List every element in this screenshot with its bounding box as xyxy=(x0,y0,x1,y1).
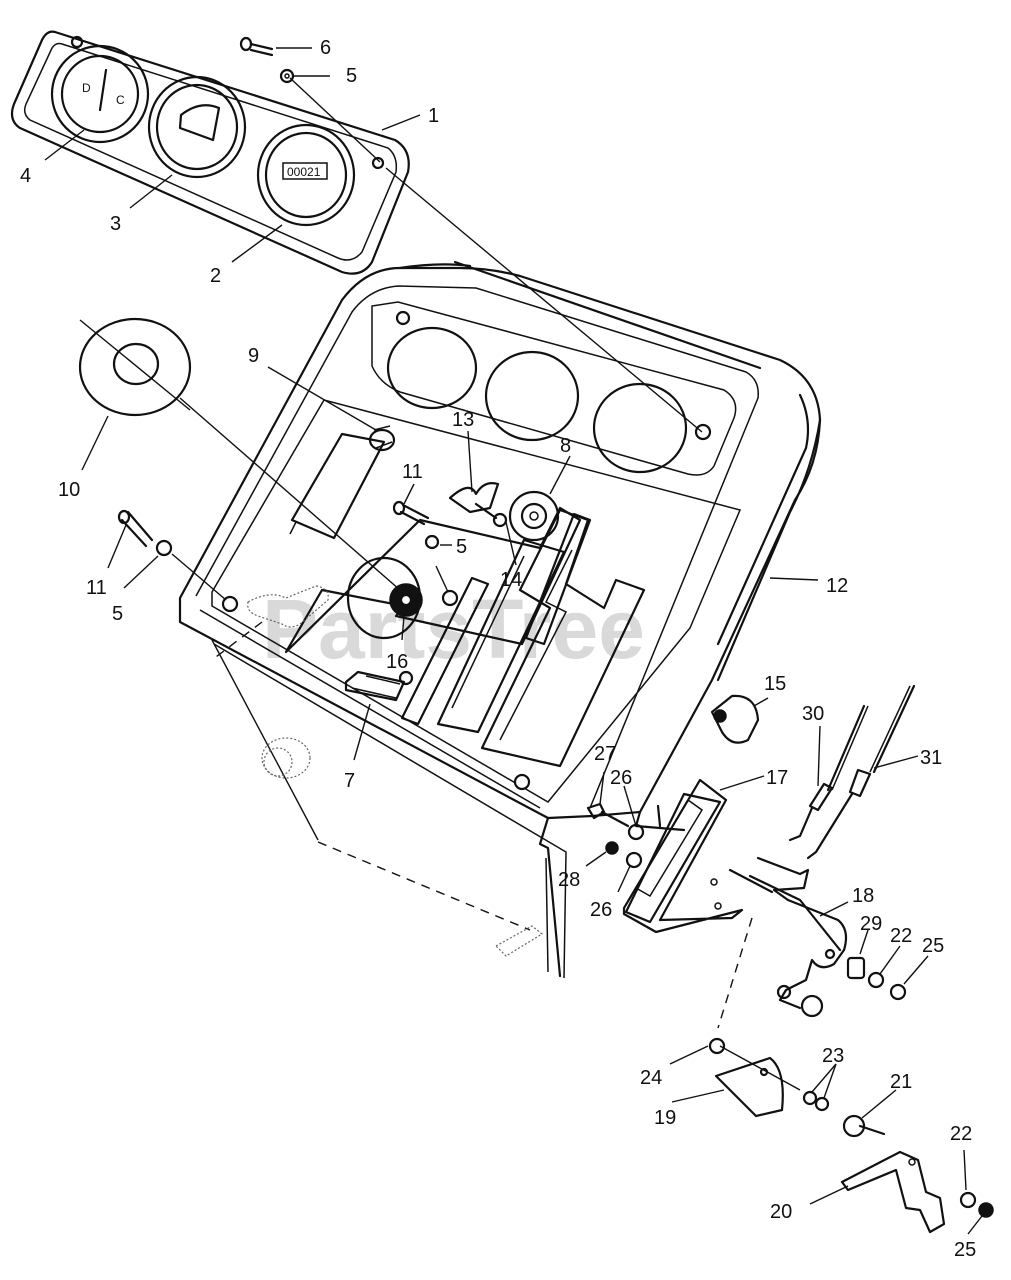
washer-23-b xyxy=(814,1096,830,1112)
callout-21: 21 xyxy=(890,1071,912,1093)
washer-22-upper xyxy=(867,971,885,989)
screw-6 xyxy=(239,36,274,57)
washer-22-lower xyxy=(959,1191,977,1209)
callout-5-left: 5 xyxy=(112,603,123,625)
bolt-27 xyxy=(586,802,630,828)
callout-26-upper: 26 xyxy=(610,767,632,789)
callout-25-lower: 25 xyxy=(954,1239,976,1261)
temperature-gauge: D C xyxy=(50,44,150,144)
callout-28: 28 xyxy=(558,869,580,891)
washer-5-left xyxy=(155,539,173,557)
plate-19 xyxy=(714,1056,784,1118)
clip-15 xyxy=(710,694,760,744)
callout-5-top: 5 xyxy=(346,65,357,87)
grommet-ring-10 xyxy=(78,317,192,417)
callout-26-lower: 26 xyxy=(590,899,612,921)
ghost-clip xyxy=(495,925,544,957)
callout-11-left: 11 xyxy=(86,577,107,599)
hour-meter: 00021 xyxy=(256,123,356,227)
callout-24: 24 xyxy=(640,1067,662,1089)
svg-text:C: C xyxy=(116,93,125,107)
callout-10: 10 xyxy=(58,479,80,501)
callout-14: 14 xyxy=(500,569,522,591)
callout-22-upper: 22 xyxy=(890,925,912,947)
wing-knob-13 xyxy=(448,482,508,528)
washer-23-a xyxy=(802,1090,818,1106)
callout-7: 7 xyxy=(344,770,355,792)
screw-11-panel xyxy=(392,500,430,526)
pivot-bolt-21 xyxy=(842,1114,886,1138)
ghost-knob xyxy=(261,737,311,779)
callout-13: 13 xyxy=(452,409,474,431)
nut-panel xyxy=(441,589,459,607)
gauge-panel xyxy=(10,30,410,275)
dash-panel xyxy=(178,260,822,978)
callout-8: 8 xyxy=(560,435,571,457)
callout-2: 2 xyxy=(210,265,221,287)
cable-30 xyxy=(788,704,869,842)
callout-11-panel: 11 xyxy=(402,461,423,483)
leader-lines xyxy=(44,47,983,1235)
cable-31 xyxy=(806,684,916,860)
callout-3: 3 xyxy=(110,213,121,235)
svg-text:D: D xyxy=(82,81,91,95)
callout-27: 27 xyxy=(594,743,616,765)
callout-18: 18 xyxy=(852,885,874,907)
callout-16: 16 xyxy=(386,651,408,673)
callout-12: 12 xyxy=(826,575,848,597)
callout-9: 9 xyxy=(248,345,259,367)
nut-25-lower xyxy=(978,1202,994,1218)
callout-1: 1 xyxy=(428,105,439,127)
callout-30: 30 xyxy=(802,703,824,725)
lever-20 xyxy=(840,1150,946,1234)
light-switch-9 xyxy=(368,425,396,452)
callout-5-mid: 5 xyxy=(456,536,467,558)
washer-5-mid xyxy=(424,534,440,550)
ignition-switch xyxy=(346,556,423,640)
fuel-gauge xyxy=(147,75,247,179)
callout-15: 15 xyxy=(764,673,786,695)
callout-4: 4 xyxy=(20,165,31,187)
callout-labels: 1 2 3 4 5 5 5 6 7 8 9 10 11 11 12 13 14 … xyxy=(20,37,976,1261)
callout-22-lower: 22 xyxy=(950,1123,972,1145)
callout-23: 23 xyxy=(822,1045,844,1067)
bracket-17 xyxy=(622,778,744,934)
washer-5-top xyxy=(279,68,295,84)
callout-6: 6 xyxy=(320,37,331,59)
callout-29: 29 xyxy=(860,913,882,935)
spacer-29 xyxy=(846,956,866,980)
washer-24 xyxy=(708,1037,726,1055)
washer-26-b xyxy=(625,851,643,869)
callout-25-upper: 25 xyxy=(922,935,944,957)
grommet-8 xyxy=(508,490,560,542)
callout-20: 20 xyxy=(770,1201,792,1223)
lever-18 xyxy=(728,856,848,1018)
nut-25-upper xyxy=(889,983,907,1001)
callout-31: 31 xyxy=(920,747,942,769)
callout-17: 17 xyxy=(766,767,788,789)
screw-11-left xyxy=(117,509,154,548)
nut-28 xyxy=(605,841,619,855)
hour-meter-reading: 00021 xyxy=(287,165,321,179)
callout-19: 19 xyxy=(654,1107,676,1129)
